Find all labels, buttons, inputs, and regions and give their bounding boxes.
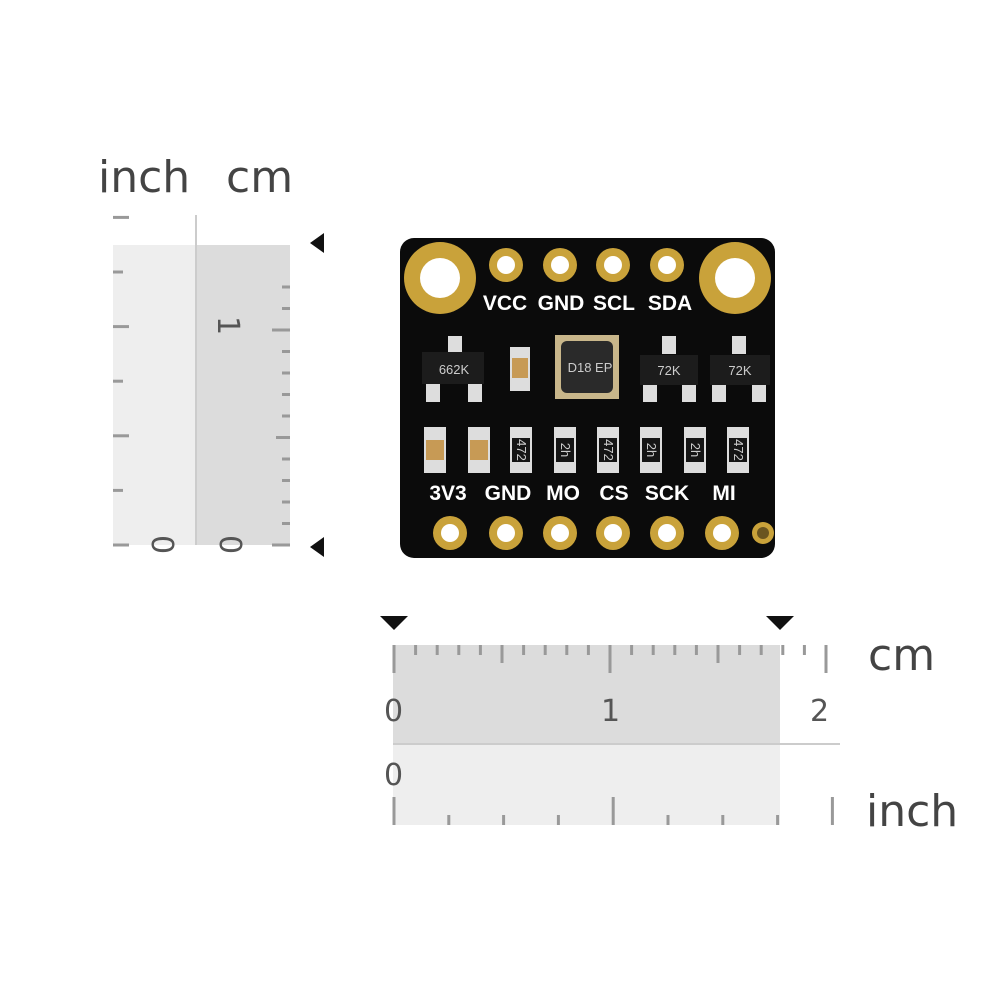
label-cs: CS xyxy=(599,482,628,505)
ic-mark: 662K xyxy=(439,362,470,377)
cm-tick-2: 2 xyxy=(810,694,830,729)
label-gnd: GND xyxy=(485,482,532,505)
label-vcc: VCC xyxy=(483,292,527,315)
svg-text:2h: 2h xyxy=(688,443,703,457)
marker-triangle xyxy=(310,233,324,253)
label-3v3: 3V3 xyxy=(429,482,466,505)
inch-label-vertical: inch xyxy=(98,152,191,203)
mount-hole xyxy=(699,242,771,314)
ic-mark: 72K xyxy=(657,363,680,378)
svg-text:472: 472 xyxy=(731,439,746,461)
cm-zero-vertical: 0 xyxy=(212,534,248,555)
marker-triangle xyxy=(766,616,794,630)
sensor-mark: D18 EP xyxy=(568,360,613,375)
marker-triangle xyxy=(310,537,324,557)
label-mi: MI xyxy=(712,482,735,505)
vertical-ruler xyxy=(113,215,290,547)
cm-label-vertical: cm xyxy=(226,152,294,203)
label-scl: SCL xyxy=(593,292,635,315)
ic-mark: 72K xyxy=(728,363,751,378)
inch-zero-horizontal: 0 xyxy=(384,758,404,793)
svg-text:472: 472 xyxy=(514,439,529,461)
mount-hole xyxy=(404,242,476,314)
label-sda: SDA xyxy=(648,292,692,315)
label-mo: MO xyxy=(546,482,580,505)
svg-text:472: 472 xyxy=(601,439,616,461)
cm-tick-1: 1 xyxy=(210,315,246,336)
label-gnd: GND xyxy=(538,292,585,315)
svg-text:2h: 2h xyxy=(644,443,659,457)
cm-label-horizontal: cm xyxy=(868,630,936,681)
cm-tick-0: 0 xyxy=(384,694,404,729)
cm-tick-1: 1 xyxy=(601,694,621,729)
inch-label-horizontal: inch xyxy=(866,786,959,837)
pcb-board: VCC GND SCL SDA 3V3 GND MO CS SCK MI 662… xyxy=(400,238,775,558)
marker-triangle xyxy=(380,616,408,630)
inch-zero-vertical: 0 xyxy=(144,534,180,555)
label-sck: SCK xyxy=(645,482,689,505)
horizontal-ruler xyxy=(392,645,840,825)
svg-text:2h: 2h xyxy=(558,443,573,457)
